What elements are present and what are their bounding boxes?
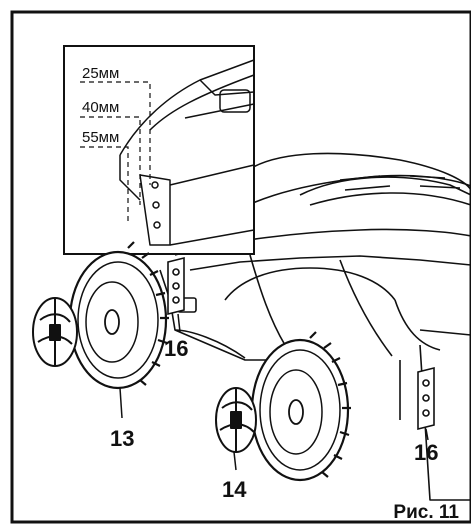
height-label-40: 40мм — [82, 99, 119, 116]
callout-16-right: 16 — [414, 440, 438, 465]
wheel-13 — [68, 241, 169, 390]
figure-frame — [10, 10, 471, 524]
callout-14: 14 — [222, 477, 247, 502]
height-inset: 25мм 40мм 55мм — [63, 45, 255, 255]
callout-16-left: 16 — [164, 336, 188, 361]
height-bracket-left — [167, 256, 185, 316]
wheel-front — [250, 331, 351, 482]
height-bracket-right — [417, 366, 435, 431]
height-label-55: 55мм — [82, 129, 119, 146]
callout-leaders — [119, 313, 429, 471]
inset-drawing — [119, 59, 255, 246]
callout-13: 13 — [110, 426, 134, 451]
dimension-leaders — [80, 81, 151, 225]
hubcap-left — [32, 297, 78, 367]
figure-caption: Рис. 11 — [393, 502, 459, 523]
height-label-25: 25мм — [82, 65, 119, 82]
inset-frame — [63, 45, 255, 255]
hubcap-14 — [215, 387, 257, 453]
